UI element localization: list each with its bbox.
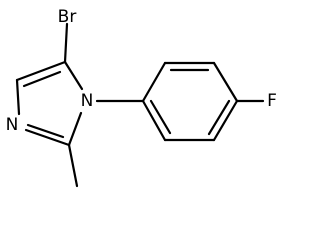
bond-c5-br [63, 22, 69, 64]
atom-label-fluorine: F [267, 91, 277, 111]
bond-c2-n3-inner [26, 123, 65, 139]
bond-ph-c6-c1 [141, 99, 167, 142]
bond-ph-c4-c5-inner [207, 99, 231, 136]
bond-ph-c1-c2 [141, 61, 167, 103]
bond-c2-n3 [24, 128, 71, 147]
atom-label-nitrogen-3: N [6, 115, 19, 135]
bond-c4-c5-inner [22, 70, 62, 88]
bond-c2-methyl [67, 143, 79, 188]
atom-label-bromine: Br [58, 7, 77, 27]
chemical-structure-diagram: Br N N F [6, 7, 277, 188]
bond-ph-c6-c1-inner [149, 99, 172, 135]
bond-n1-c2 [67, 111, 83, 147]
bond-c4-c5 [15, 60, 67, 82]
bond-ph-c4-c5 [212, 99, 239, 142]
atom-label-nitrogen-1: N [81, 91, 94, 111]
bond-ph-c3-c4 [212, 61, 239, 103]
bond-n3-c4 [15, 78, 21, 116]
bond-c5-n1 [63, 60, 84, 91]
